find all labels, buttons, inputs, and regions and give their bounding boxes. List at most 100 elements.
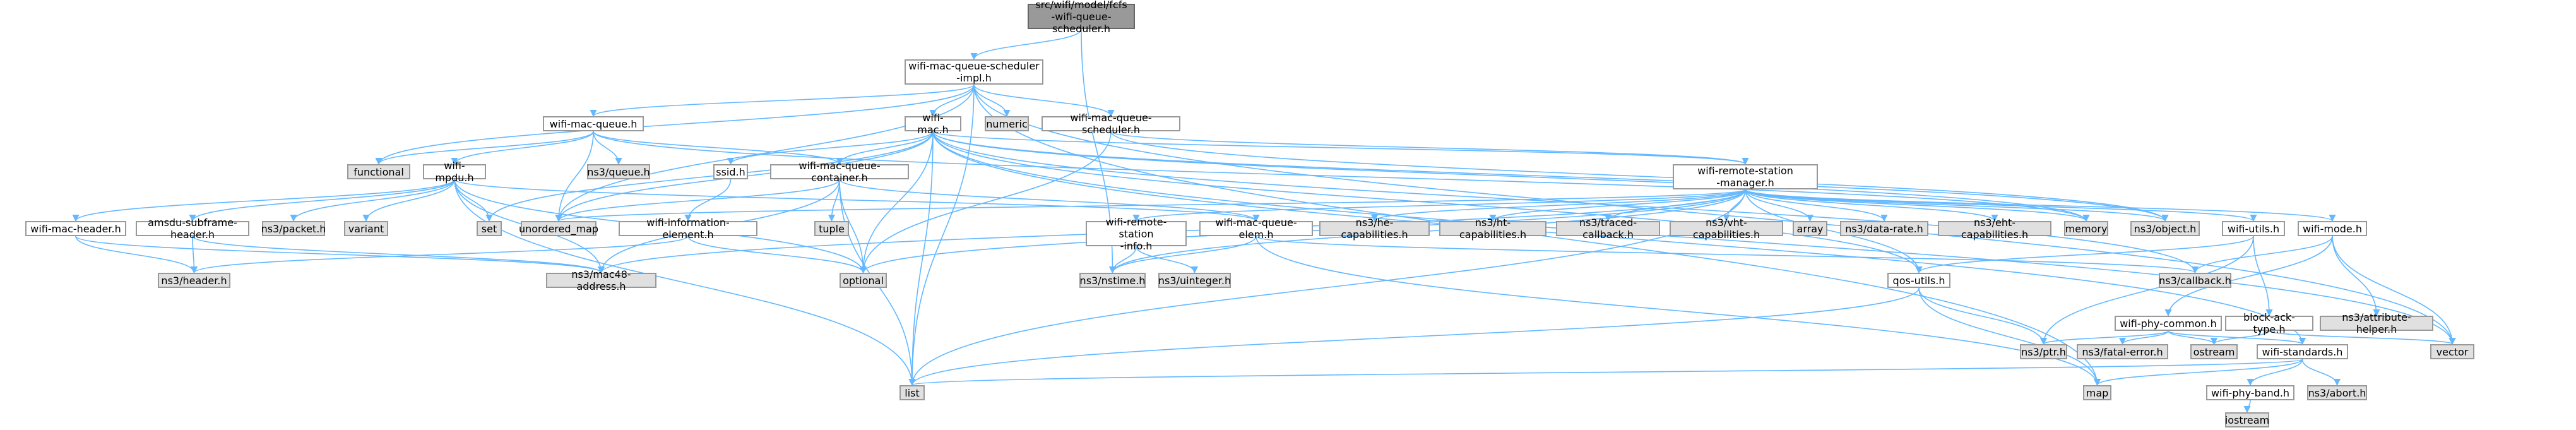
edge-sched_impl-to-sched [973,84,1115,117]
edge-wifi_mac_queue-to-queue [593,131,622,165]
edge-info_el-to-header [191,236,689,274]
edge-ssid-to-info_el [684,179,732,222]
node-uinteger: ns3/uinteger.h [1158,273,1231,288]
node-tuple: tuple [814,221,849,236]
edge-wifi_mac-to-optional [859,131,934,274]
edge-rsm-to-eht_cap [1745,189,1998,222]
node-abort: ns3/abort.h [2307,385,2367,400]
node-wifi-mac[interactable]: wifi-mac.h [905,112,961,136]
edge-sched_impl-to-vector [973,84,2456,345]
edge-rsm-to-umap [555,189,1746,222]
node-object: ns3/object.h [2130,221,2200,236]
edge-wifi_mac_queue-to-mpdu [451,131,594,165]
node-mpdu[interactable]: wifi-mpdu.h [423,160,486,184]
node-sched[interactable]: wifi-mac-queue-scheduler.h [1042,112,1180,136]
node-ostream: ostream [2190,344,2238,359]
node-attr-helper: ns3/attribute-helper.h [2320,311,2433,335]
edge-mpdu-to-amsdu [189,179,455,222]
node-rs-info[interactable]: wifi-remote-station -info.h [1086,216,1187,252]
edge-wifi_mac-to-standards [932,131,2306,345]
node-wifi-mode[interactable]: wifi-mode.h [2298,221,2367,236]
edge-phy_band-to-iostream [2243,400,2251,414]
node-sched-impl[interactable]: wifi-mac-queue-scheduler -impl.h [905,59,1043,85]
edge-mpdu-to-list [454,179,916,386]
edge-sched_impl-to-functional [375,84,975,165]
edge-rs_info-to-uinteger [1136,246,1199,274]
edge-wifi_mode-to-vector [2332,236,2456,345]
node-queue-elem[interactable]: wifi-mac-queue-elem.h [1199,217,1313,241]
node-callback: ns3/callback.h [2159,273,2231,288]
edge-wifi_utils-to-qos_utils [1915,236,2254,274]
edge-amsdu-to-header [190,236,198,274]
node-list: list [899,385,925,400]
node-amsdu[interactable]: amsdu-subframe-header.h [136,217,249,241]
node-standards[interactable]: wifi-standards.h [2257,344,2348,359]
edge-rsm-to-object [1745,189,2169,222]
edge-wifi_mode-to-callback [2191,236,2333,274]
node-data-rate: ns3/data-rate.h [1840,221,1928,236]
node-mac48: ns3/mac48-address.h [546,268,656,292]
node-phy-common[interactable]: wifi-phy-common.h [2115,316,2222,331]
node-array: array [1793,221,1827,236]
edge-sched_impl-to-umap [555,84,975,222]
edge-sched_impl-to-wifi_mac_queue [590,84,975,117]
edge-qos_utils-to-ptr [1918,287,2048,345]
edge-rsm-to-array [1745,189,1814,222]
node-memory: memory [2064,221,2108,236]
edge-rsm-to-data_rate [1745,189,1888,222]
edge-sched_impl-to-list [908,84,975,386]
edge-wifi_utils-to-block_ack [2253,236,2273,317]
edge-rsm-to-memory [1745,189,2090,222]
edge-mac_header-to-header [75,236,198,274]
edge-wifi_mac_queue-to-memory [593,131,2090,222]
edge-wifi_mac-to-ssid [727,131,934,165]
edge-wifi_mac-to-container [836,131,934,165]
node-numeric: numeric [985,116,1029,131]
node-optional: optional [840,273,887,288]
edge-wifi_mac-to-set [485,131,934,222]
edge-rsm-to-wifi_mode [1745,189,2336,222]
edge-qos_utils-to-map [1918,287,2101,386]
node-qos-utils[interactable]: qos-utils.h [1887,273,1950,288]
node-rsm[interactable]: wifi-remote-station -manager.h [1673,164,1818,189]
edge-sched-to-object [1110,131,2169,222]
node-header: ns3/header.h [158,273,230,288]
edge-standards-to-phy_band [2247,359,2303,386]
node-queue: ns3/queue.h [587,164,650,179]
node-mac-header[interactable]: wifi-mac-header.h [25,221,126,236]
edge-wifi_mac-to-rsm [932,131,1749,165]
node-container[interactable]: wifi-mac-queue-container.h [770,160,909,184]
edge-block_ack-to-vector [2269,330,2456,345]
node-vector: vector [2430,344,2474,359]
node-wifi-utils[interactable]: wifi-utils.h [2222,221,2285,236]
node-variant: variant [344,221,388,236]
edge-standards-to-abort [2301,359,2341,386]
edge-container-to-umap [555,179,840,222]
edge-wifi_mac_queue-to-functional [375,131,594,165]
edge-queue_elem-to-nstime [1108,236,1257,274]
edge-sched-to-rsm [1110,131,1749,165]
node-phy-band[interactable]: wifi-phy-band.h [2206,385,2294,400]
edge-root-to-sched_impl [970,28,1082,61]
edge-standards-to-map [2094,359,2303,386]
node-wifi-mac-queue[interactable]: wifi-mac-queue.h [543,116,644,131]
node-umap: unordered_map [519,221,598,236]
edge-wifi_mac-to-object [932,131,2169,222]
edge-sched_impl-to-wifi_mac [929,84,975,117]
node-info-el[interactable]: wifi-information-element.h [619,217,757,241]
node-block-ack[interactable]: block-ack-type.h [2225,311,2313,335]
edge-block_ack-to-ostream [2210,330,2270,345]
node-ssid[interactable]: ssid.h [713,164,748,179]
edge-mac_header-to-mac48 [75,236,605,274]
edge-wifi_utils-to-ptr [2039,236,2254,345]
edge-sched-to-optional [859,131,1112,274]
node-he-cap: ns3/he-capabilities.h [1319,217,1430,241]
edge-qos_utils-to-list [908,287,1920,386]
node-traced-cb: ns3/traced-callback.h [1556,217,1660,241]
edge-amsdu-to-mac48 [192,236,605,274]
edge-mpdu-to-packet [290,179,455,222]
edge-mpdu-to-mac_header [72,179,455,222]
edge-queue_elem-to-callback [1255,236,2199,274]
node-map: map [2083,385,2111,400]
